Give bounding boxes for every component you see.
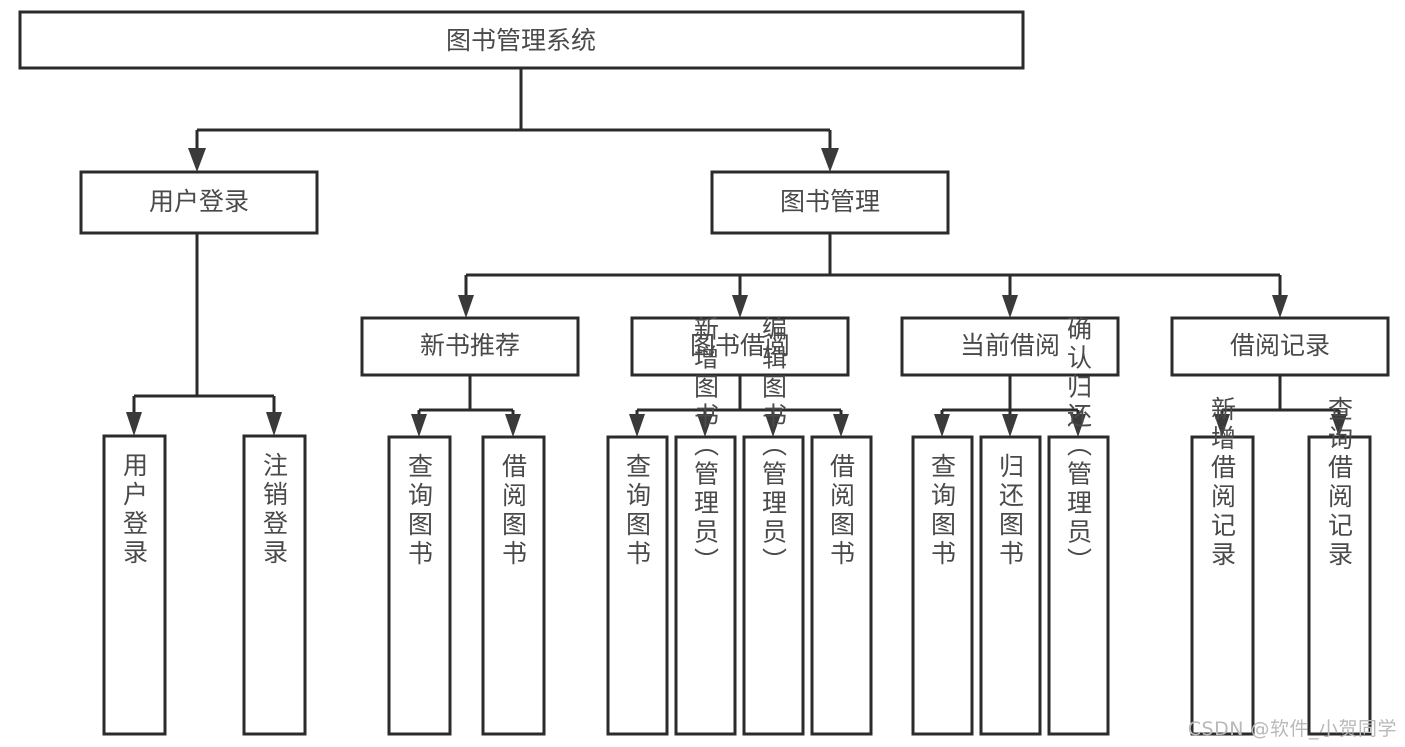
node-leaf-add-record-label: 新增借阅记录 (1208, 396, 1237, 570)
node-leaf-return-book[interactable]: 归还图书 (979, 435, 1042, 736)
arrow-head-leaf-borrow-book-2 (833, 414, 849, 437)
node-user-login[interactable]: 用户登录 (79, 170, 319, 235)
node-leaf-query-book-1[interactable]: 查询图书 (387, 435, 452, 736)
node-current-borrow[interactable]: 当前借阅 (900, 316, 1120, 377)
arrow-head-leaf-query-book-3 (934, 414, 950, 437)
node-leaf-query-record-label: 查询借阅记录 (1325, 396, 1354, 570)
node-leaf-query-record-box[interactable] (1307, 435, 1372, 736)
arrow-head-leaf-edit-book (765, 414, 781, 437)
arrow-head-book-management (821, 148, 839, 172)
arrow-head-user-login (188, 148, 206, 172)
node-leaf-logout-login[interactable]: 注销登录 (242, 434, 307, 736)
connector-group-book-borrow (629, 375, 849, 437)
arrow-head-leaf-borrow-book-1 (505, 414, 521, 437)
node-leaf-query-record[interactable]: 查询借阅记录 (1307, 396, 1372, 736)
node-user-login-label: 用户登录 (149, 187, 249, 216)
node-leaf-confirm-return-box[interactable] (1047, 435, 1110, 736)
node-leaf-borrow-book-2[interactable]: 借阅图书 (810, 435, 873, 736)
node-leaf-edit-book[interactable]: 编辑图书（管理员） (742, 316, 805, 736)
connector-group-user-login (126, 233, 282, 436)
connector-group-borrow-record (1214, 375, 1347, 437)
node-root-label: 图书管理系统 (446, 26, 596, 55)
arrow-head-current-borrow (1002, 295, 1018, 318)
node-leaf-borrow-book-2-box[interactable] (810, 435, 873, 736)
node-borrow-record-label: 借阅记录 (1230, 331, 1330, 360)
connector-group-book-management (458, 233, 1288, 318)
node-new-book-recommend-box[interactable] (360, 316, 580, 377)
arrow-head-leaf-query-book-2 (629, 414, 645, 437)
connector-group-current-borrow (934, 375, 1086, 437)
node-leaf-user-login-box[interactable] (102, 434, 167, 736)
node-leaf-add-book-box[interactable] (674, 435, 737, 736)
node-leaf-add-book[interactable]: 新增图书（管理员） (674, 316, 737, 736)
arrow-head-leaf-logout-login (266, 412, 282, 436)
node-leaf-edit-book-box[interactable] (742, 435, 805, 736)
node-leaf-query-book-3[interactable]: 查询图书 (911, 435, 974, 736)
node-leaf-borrow-book-1-box[interactable] (481, 435, 546, 736)
node-book-borrow[interactable]: 图书借阅 (630, 316, 850, 377)
node-root-box[interactable] (18, 10, 1025, 70)
node-borrow-record-box[interactable] (1170, 316, 1390, 377)
arrow-head-book-borrow (732, 295, 748, 318)
node-book-management-label: 图书管理 (780, 187, 880, 216)
node-book-management-box[interactable] (710, 170, 950, 235)
node-leaf-user-login[interactable]: 用户登录 (102, 434, 167, 736)
node-new-book-recommend-label: 新书推荐 (420, 331, 520, 360)
node-root[interactable]: 图书管理系统 (18, 10, 1025, 70)
arrow-head-leaf-confirm-return (1070, 414, 1086, 437)
node-leaf-confirm-return[interactable]: 确认归还（管理员） (1047, 316, 1110, 736)
node-book-borrow-box[interactable] (630, 316, 850, 377)
arrow-head-borrow-record (1272, 295, 1288, 318)
node-leaf-query-book-2-box[interactable] (606, 435, 669, 736)
connector-group-new-book-recommend (411, 375, 521, 437)
arrow-head-leaf-add-record (1214, 414, 1230, 437)
node-leaf-borrow-book-1-label: 借阅图书 (499, 453, 528, 569)
node-leaf-user-login-label: 用户登录 (120, 452, 149, 568)
node-new-book-recommend[interactable]: 新书推荐 (360, 316, 580, 377)
node-leaf-add-record-box[interactable] (1190, 435, 1255, 736)
node-current-borrow-label: 当前借阅 (960, 331, 1060, 360)
node-leaf-logout-login-box[interactable] (242, 434, 307, 736)
node-leaf-borrow-book-2-label: 借阅图书 (827, 453, 856, 569)
node-leaf-logout-login-label: 注销登录 (260, 452, 289, 568)
node-leaf-query-book-2-label: 查询图书 (623, 453, 652, 569)
node-current-borrow-box[interactable] (900, 316, 1120, 377)
node-leaf-query-book-1-box[interactable] (387, 435, 452, 736)
node-leaf-return-book-box[interactable] (979, 435, 1042, 736)
arrow-head-leaf-return-book (1002, 414, 1018, 437)
connector-group-root (188, 68, 839, 172)
node-leaf-confirm-return-label: 确认归还（管理员） (1064, 316, 1093, 577)
node-leaf-query-book-3-label: 查询图书 (928, 453, 957, 569)
node-user-login-box[interactable] (79, 170, 319, 235)
arrow-head-leaf-query-record (1331, 414, 1347, 437)
node-book-management[interactable]: 图书管理 (710, 170, 950, 235)
node-leaf-add-record[interactable]: 新增借阅记录 (1190, 396, 1255, 736)
arrow-head-leaf-add-book (697, 414, 713, 437)
node-book-borrow-label: 图书借阅 (690, 331, 790, 360)
node-leaf-return-book-label: 归还图书 (996, 453, 1025, 569)
arrow-head-leaf-user-login (126, 412, 142, 436)
node-borrow-record[interactable]: 借阅记录 (1170, 316, 1390, 377)
node-leaf-edit-book-label: 编辑图书（管理员） (759, 316, 788, 577)
node-leaf-query-book-2[interactable]: 查询图书 (606, 435, 669, 736)
arrow-head-leaf-query-book-1 (411, 414, 427, 437)
node-leaf-query-book-3-box[interactable] (911, 435, 974, 736)
node-leaf-borrow-book-1[interactable]: 借阅图书 (481, 435, 546, 736)
node-leaf-query-book-1-label: 查询图书 (405, 453, 434, 569)
arrow-head-new-book-recommend (458, 295, 474, 318)
node-leaf-add-book-label: 新增图书（管理员） (691, 316, 720, 577)
